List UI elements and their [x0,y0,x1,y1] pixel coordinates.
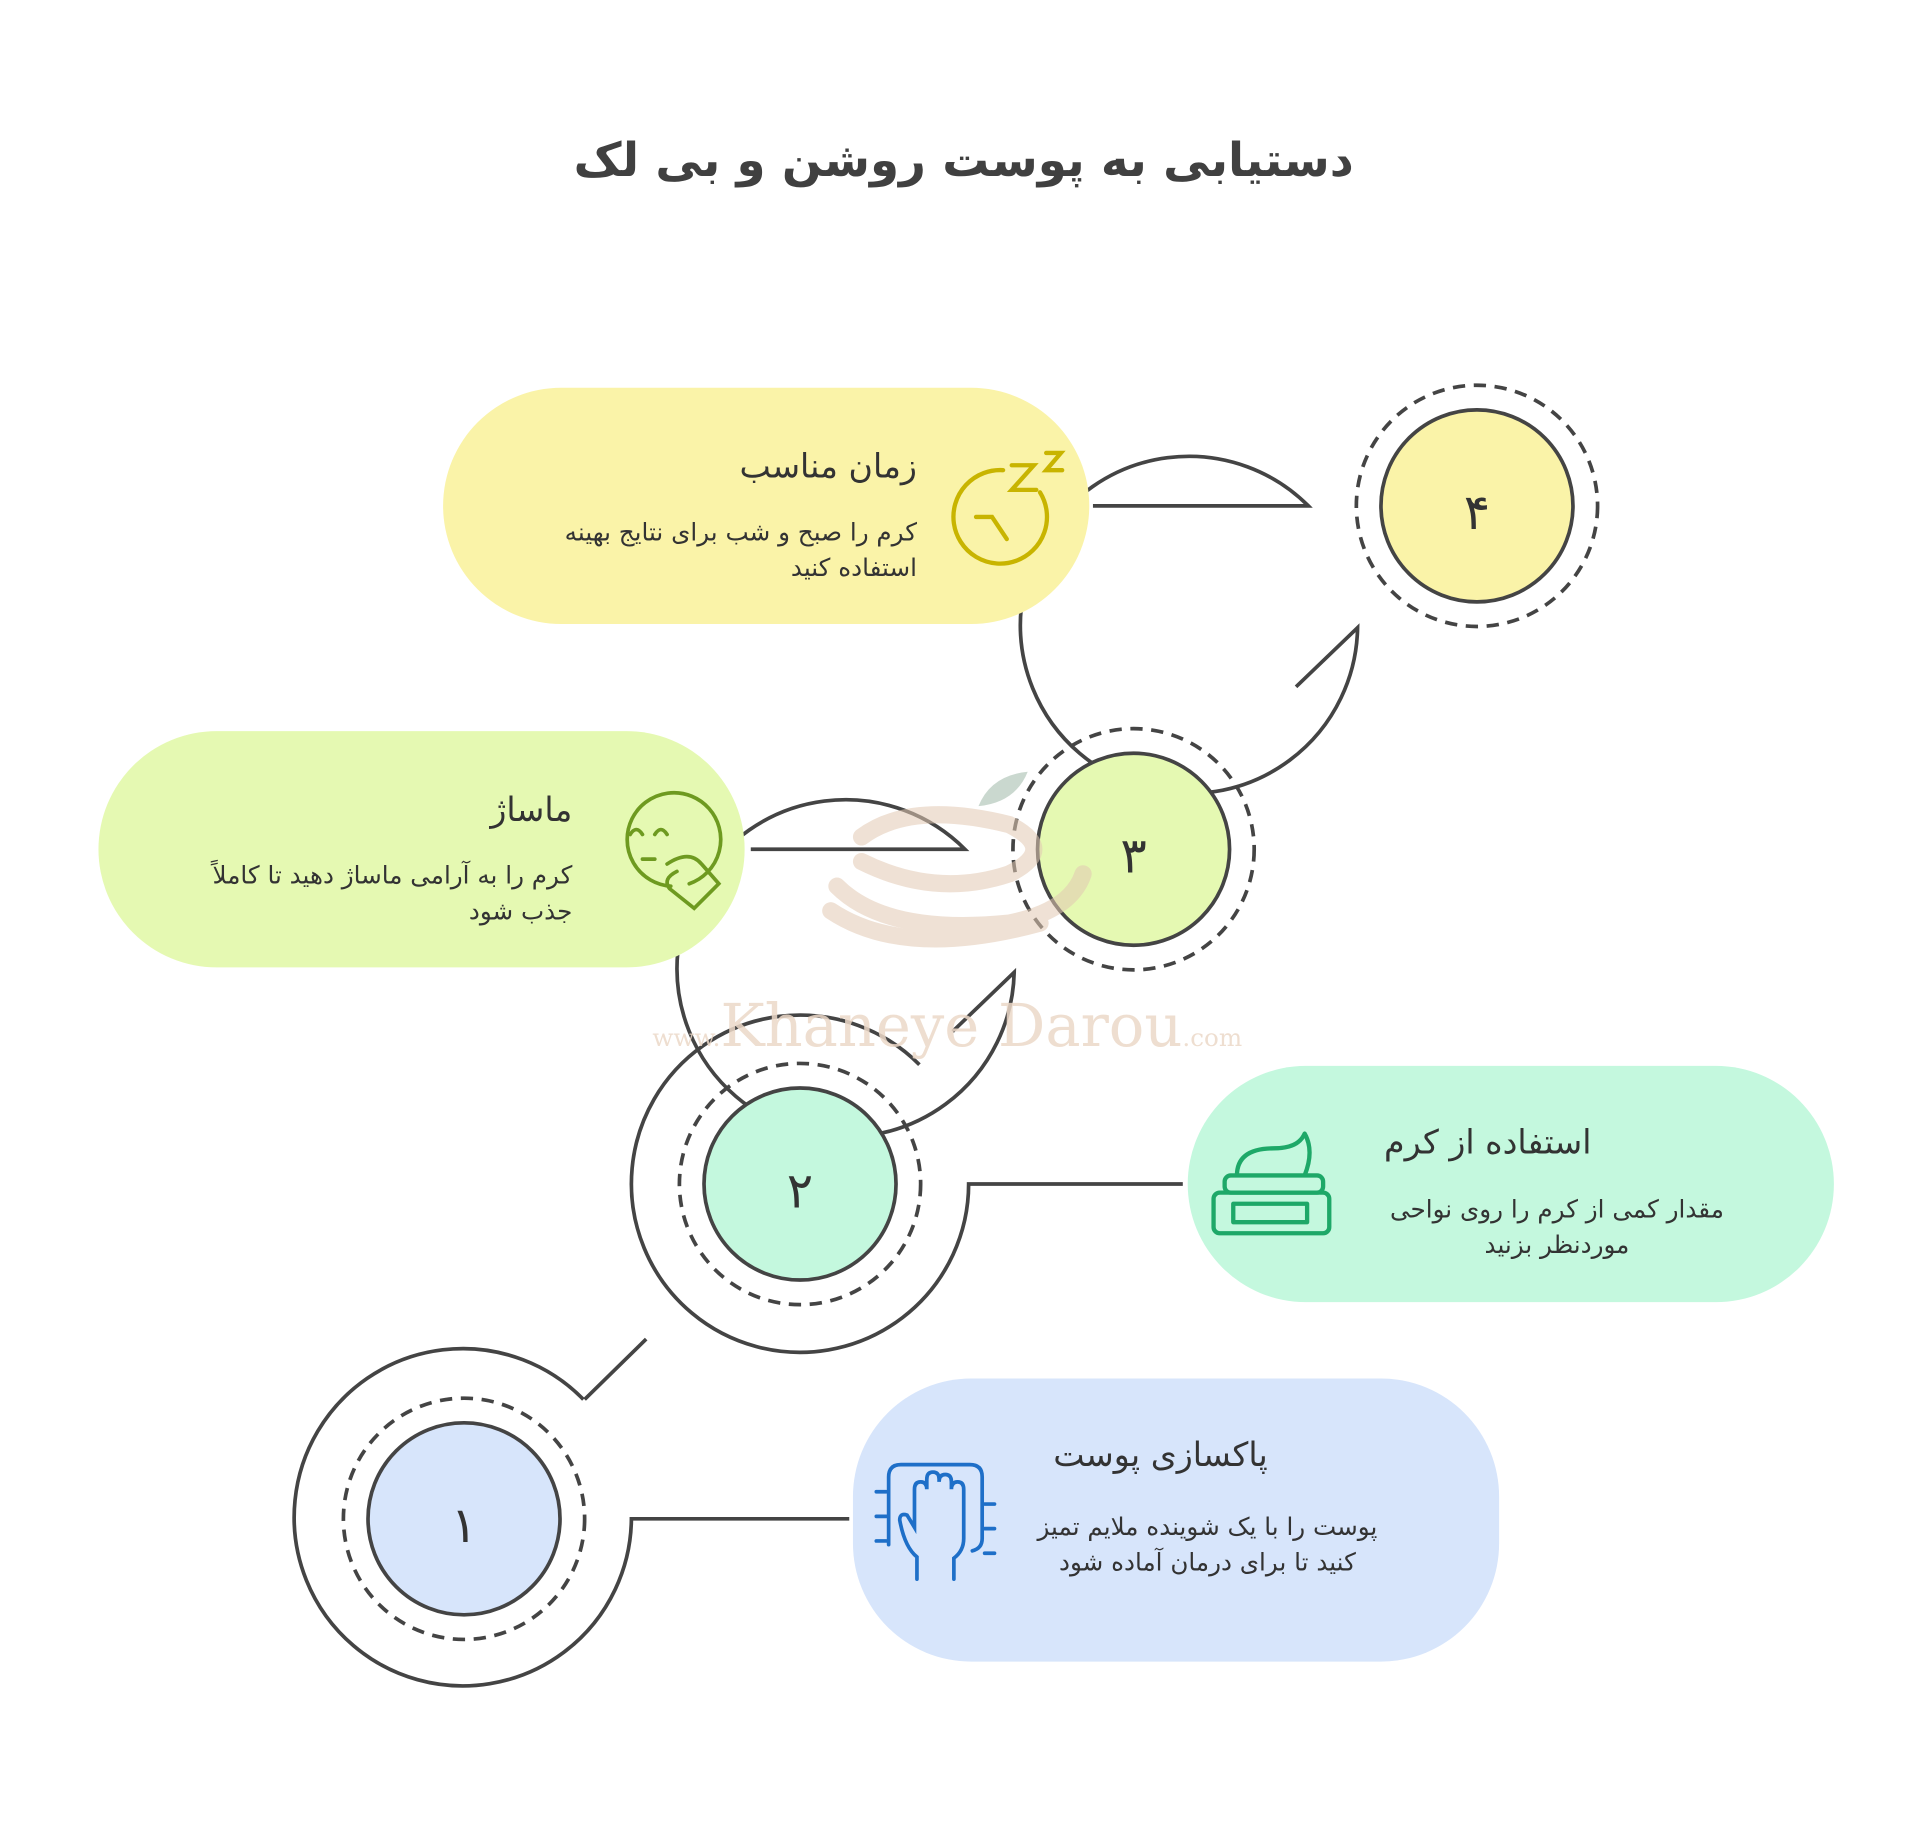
step-1-description: پوست را با یک شوینده ملایم تمیز کنید تا … [1037,1511,1378,1577]
step-1-card [852,1378,1500,1662]
step-4-card [443,387,1090,625]
step-2-inner-circle [702,1086,898,1282]
page-title: دستیابی به پوست روشن و بی لک [573,132,1354,188]
step-1-number: ۱ [450,1497,478,1555]
step-2-dashed-ring [677,1061,923,1307]
step-1-title: پاکسازی پوست [1053,1436,1268,1475]
step-4-title: زمان مناسب [739,448,917,487]
step-2-tail [583,1337,648,1401]
watermark-name: Khaneye Darou [720,992,1183,1061]
step-3-description: کرم را به آرامی ماساژ دهید تا کاملاً جذب… [212,860,573,926]
watermark-prefix: www. [652,1022,721,1053]
watermark-suffix: .com [1182,1022,1243,1053]
step-4-description: کرم را صبح و شب برای نتایج بهینه استفاده… [564,516,917,583]
step-3-number: ۳ [1120,828,1147,885]
step-3-outer-ring [675,797,1017,1139]
step-2-number: ۲ [786,1163,814,1220]
step-2-card [1187,1065,1834,1303]
step-3-dashed-ring [1011,726,1257,972]
step-1-outer-ring [292,1346,850,1688]
step-2-title: استفاده از کرم [1384,1123,1592,1162]
step-2-outer-ring [629,1013,1183,1355]
step-3-title: ماساژ [490,791,573,830]
watermark: www.Khaneye Darou.com [652,992,1242,1061]
step-3-card [98,731,745,968]
step-1-dashed-ring [341,1396,587,1642]
step-4-number: ۴ [1463,484,1491,542]
step-4-inner-circle [1379,408,1575,604]
step-1-inner-circle [366,1420,562,1617]
step-4-dashed-ring [1354,383,1600,629]
step-2-description: مقدار کمی از کرم را روی نواحی موردنظر بز… [1390,1193,1724,1260]
step-4-outer-ring [1018,454,1360,796]
